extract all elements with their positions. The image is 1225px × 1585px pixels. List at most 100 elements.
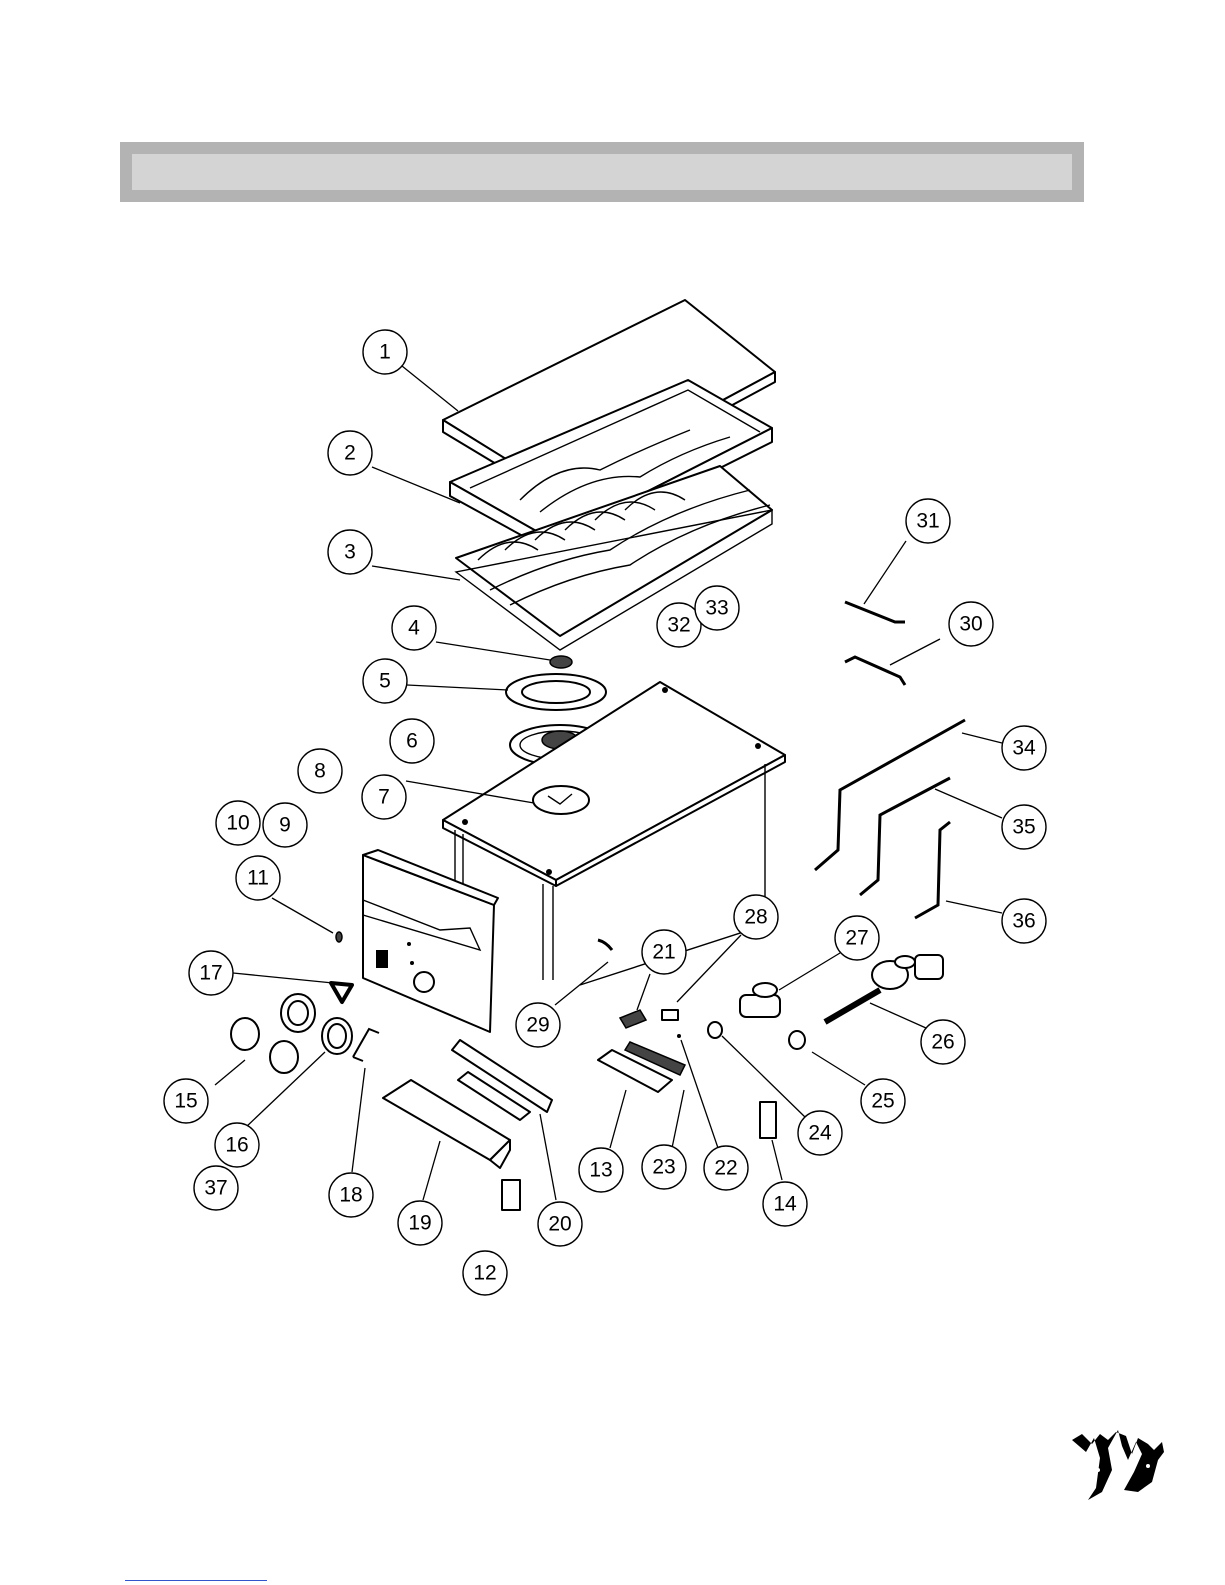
callout-12: 12 bbox=[463, 1251, 507, 1295]
svg-text:11: 11 bbox=[247, 867, 269, 890]
svg-text:28: 28 bbox=[744, 906, 767, 929]
svg-text:35: 35 bbox=[1012, 816, 1035, 839]
callout-23: 23 bbox=[642, 1145, 686, 1189]
callout-30: 30 bbox=[949, 602, 993, 646]
part-valve bbox=[620, 1010, 646, 1028]
callout-17: 17 bbox=[189, 951, 233, 995]
eagles-logo-icon bbox=[1072, 1430, 1164, 1500]
callout-27: 27 bbox=[835, 916, 879, 960]
svg-text:12: 12 bbox=[473, 1262, 496, 1285]
part-plug bbox=[708, 1022, 722, 1038]
part-burner-base bbox=[533, 786, 589, 814]
part-hanger-31 bbox=[845, 602, 905, 622]
svg-text:29: 29 bbox=[526, 1014, 549, 1037]
callout-21: 21 bbox=[642, 930, 686, 974]
part-gas-tube-36 bbox=[915, 822, 950, 918]
svg-text:2: 2 bbox=[344, 442, 356, 465]
callout-18: 18 bbox=[329, 1173, 373, 1217]
callout-14: 14 bbox=[763, 1182, 807, 1226]
footer-link-underline bbox=[125, 1580, 267, 1581]
callout-9: 9 bbox=[263, 803, 307, 847]
svg-text:10: 10 bbox=[226, 812, 249, 835]
svg-text:26: 26 bbox=[931, 1031, 954, 1054]
part-manifold bbox=[598, 1042, 685, 1092]
callout-2: 2 bbox=[328, 431, 372, 475]
part-orifice bbox=[789, 1031, 805, 1049]
callout-37: 37 bbox=[194, 1166, 238, 1210]
svg-text:6: 6 bbox=[406, 730, 418, 753]
callout-16: 16 bbox=[215, 1123, 259, 1167]
svg-text:18: 18 bbox=[339, 1184, 362, 1207]
svg-text:20: 20 bbox=[548, 1213, 571, 1236]
svg-text:7: 7 bbox=[378, 786, 390, 809]
svg-text:14: 14 bbox=[773, 1193, 797, 1216]
callout-31: 31 bbox=[906, 499, 950, 543]
callout-15: 15 bbox=[164, 1079, 208, 1123]
svg-text:4: 4 bbox=[408, 617, 420, 640]
callout-8: 8 bbox=[298, 749, 342, 793]
part-gas-tube-34 bbox=[815, 720, 965, 870]
part-battery-box bbox=[502, 1180, 520, 1210]
callout-28: 28 bbox=[734, 895, 778, 939]
callout-5: 5 bbox=[363, 659, 407, 703]
part-wire-clip bbox=[353, 1029, 379, 1061]
svg-text:24: 24 bbox=[808, 1122, 832, 1145]
part-knobs bbox=[231, 994, 352, 1073]
part-fitting bbox=[662, 1010, 678, 1020]
part-burner-ring bbox=[506, 674, 606, 710]
part-igniter-wire bbox=[598, 940, 612, 950]
callout-24: 24 bbox=[798, 1111, 842, 1155]
svg-text:22: 22 bbox=[714, 1157, 737, 1180]
part-screw bbox=[336, 932, 342, 942]
callout-25: 25 bbox=[861, 1079, 905, 1123]
callout-19: 19 bbox=[398, 1201, 442, 1245]
callout-34: 34 bbox=[1002, 726, 1046, 770]
callout-26: 26 bbox=[921, 1020, 965, 1064]
svg-text:16: 16 bbox=[225, 1134, 248, 1157]
svg-text:33: 33 bbox=[705, 597, 728, 620]
svg-text:9: 9 bbox=[279, 814, 291, 837]
part-main-body bbox=[443, 682, 785, 985]
callout-7: 7 bbox=[362, 775, 406, 819]
svg-text:1: 1 bbox=[379, 341, 391, 364]
svg-text:25: 25 bbox=[871, 1090, 894, 1113]
svg-text:13: 13 bbox=[589, 1159, 612, 1182]
part-igniter-knob bbox=[331, 983, 352, 1002]
callout-33: 33 bbox=[695, 586, 739, 630]
callout-4: 4 bbox=[392, 606, 436, 650]
callout-22: 22 bbox=[704, 1146, 748, 1190]
svg-text:27: 27 bbox=[845, 927, 868, 950]
callout-1: 1 bbox=[363, 330, 407, 374]
part-bracket bbox=[452, 1040, 552, 1120]
svg-text:5: 5 bbox=[379, 670, 391, 693]
svg-text:32: 32 bbox=[667, 614, 690, 637]
callout-3: 3 bbox=[328, 530, 372, 574]
part-control-panel bbox=[363, 850, 498, 1032]
callout-11: 11 bbox=[236, 856, 280, 900]
svg-text:34: 34 bbox=[1012, 737, 1036, 760]
part-regulator-valve bbox=[740, 983, 780, 1017]
svg-text:15: 15 bbox=[174, 1090, 197, 1113]
svg-text:31: 31 bbox=[916, 510, 939, 533]
svg-text:17: 17 bbox=[199, 962, 222, 985]
svg-text:21: 21 bbox=[652, 941, 675, 964]
part-pin bbox=[677, 1034, 681, 1038]
callout-10: 10 bbox=[216, 801, 260, 845]
callout-35: 35 bbox=[1002, 805, 1046, 849]
svg-text:36: 36 bbox=[1012, 910, 1035, 933]
svg-text:8: 8 bbox=[314, 760, 326, 783]
svg-text:19: 19 bbox=[408, 1212, 431, 1235]
callout-36: 36 bbox=[1002, 899, 1046, 943]
svg-text:3: 3 bbox=[344, 541, 356, 564]
svg-text:30: 30 bbox=[959, 613, 982, 636]
svg-text:23: 23 bbox=[652, 1156, 675, 1179]
callout-13: 13 bbox=[579, 1148, 623, 1192]
part-regulator-hose bbox=[825, 955, 943, 1022]
part-regulator-bracket bbox=[760, 1102, 776, 1138]
callout-20: 20 bbox=[538, 1202, 582, 1246]
svg-text:37: 37 bbox=[204, 1177, 227, 1200]
part-burner-cap bbox=[550, 656, 572, 668]
callout-29: 29 bbox=[516, 1003, 560, 1047]
callout-6: 6 bbox=[390, 719, 434, 763]
